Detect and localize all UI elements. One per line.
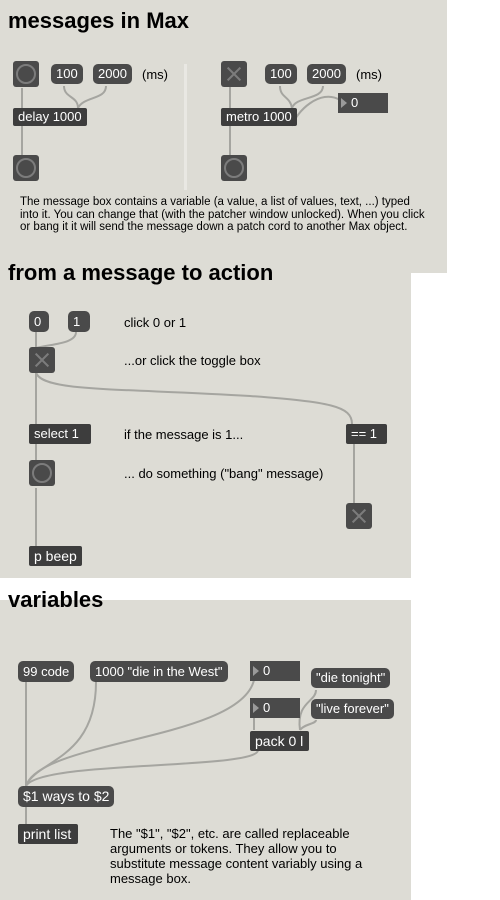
message-ways[interactable]: $1 ways to $2: [18, 786, 115, 807]
bang-button[interactable]: [29, 460, 55, 486]
panel-messages: [0, 0, 447, 273]
delay-object[interactable]: delay 1000: [13, 108, 87, 126]
number-box[interactable]: 0: [250, 661, 300, 681]
number-value: 0: [263, 700, 271, 715]
section-divider: [184, 64, 187, 190]
message-99-code[interactable]: 99 code: [18, 661, 75, 682]
message-1000-die[interactable]: 1000 "die in the West": [90, 661, 228, 682]
section-title-variables: variables: [8, 587, 104, 612]
ms-comment: (ms): [142, 67, 168, 82]
beep-subpatch[interactable]: p beep: [29, 546, 82, 566]
message-2000[interactable]: 2000: [307, 64, 346, 84]
toggle-button[interactable]: [346, 503, 372, 529]
toggle-button[interactable]: [221, 61, 247, 87]
triangle-icon: [253, 666, 259, 676]
number-box[interactable]: 0: [250, 698, 300, 718]
message-0[interactable]: 0: [29, 311, 49, 332]
triangle-icon: [253, 703, 259, 713]
message-live-forever[interactable]: "live forever": [311, 699, 394, 719]
print-object[interactable]: print list: [18, 824, 78, 844]
number-value: 0: [263, 663, 271, 678]
section-title-messages: messages in Max: [8, 8, 189, 33]
comment-if: if the message is 1...: [124, 427, 244, 442]
select-object[interactable]: select 1: [29, 424, 91, 444]
pack-object[interactable]: pack 0 l: [250, 731, 309, 751]
message-1[interactable]: 1: [68, 311, 90, 332]
message-box-description: The message box contains a variable (a v…: [20, 196, 425, 233]
triangle-icon: [341, 98, 347, 108]
comment-do: ... do something ("bang" message): [124, 466, 324, 481]
bang-button[interactable]: [221, 155, 247, 181]
comment-toggle: ...or click the toggle box: [124, 353, 261, 368]
section-title-action: from a message to action: [8, 260, 274, 285]
toggle-button[interactable]: [29, 347, 55, 373]
number-box[interactable]: 0: [338, 93, 388, 113]
metro-object[interactable]: metro 1000: [221, 108, 297, 126]
bang-button[interactable]: [13, 61, 39, 87]
equals-object[interactable]: == 1: [346, 424, 387, 444]
number-value: 0: [351, 95, 359, 110]
message-100[interactable]: 100: [265, 64, 297, 84]
comment-click: click 0 or 1: [124, 315, 187, 330]
message-100[interactable]: 100: [51, 64, 83, 84]
message-die-tonight[interactable]: "die tonight": [311, 668, 391, 688]
bang-button[interactable]: [13, 155, 39, 181]
ms-comment: (ms): [356, 67, 382, 82]
tokens-explanation: The "$1", "$2", etc. are called replacea…: [110, 826, 363, 886]
message-2000[interactable]: 2000: [93, 64, 132, 84]
